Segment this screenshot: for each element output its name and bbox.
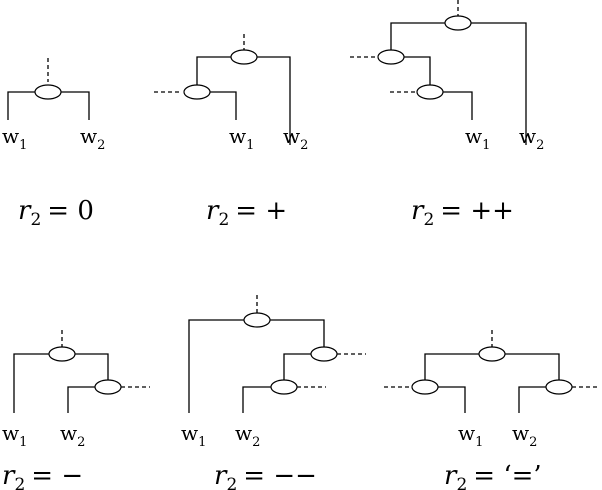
leaf-w1-label: w1 — [458, 421, 483, 450]
leaf-w1-label: w1 — [465, 124, 490, 153]
tree-edges-low — [430, 91, 473, 120]
junction-node-top — [444, 15, 472, 31]
leaf-w2-label: w2 — [283, 124, 308, 153]
junction-node-inner — [183, 84, 211, 100]
leaf-w1-label: w1 — [229, 124, 254, 153]
diagram-r2-minusminus: w1 w2 r2= −− — [181, 295, 366, 490]
junction-node-low — [270, 379, 298, 395]
junction-node-mid — [377, 49, 405, 65]
diagram-r2-minus: w1 w2 r2= − — [2, 330, 150, 490]
leaf-w2-label: w2 — [80, 124, 105, 153]
diagram-r2-plus: w1 w2 r2= + — [154, 34, 308, 230]
leaf-w2-label: w2 — [235, 421, 260, 450]
r2-label-minus: r2= − — [2, 461, 83, 490]
leaf-w1-label: w1 — [2, 421, 27, 450]
junction-node-top — [243, 312, 271, 328]
leaf-w1-label: w1 — [181, 421, 206, 450]
junction-node-mid — [310, 346, 338, 362]
tree-edges-left — [438, 386, 466, 413]
tree-edges-low — [242, 386, 284, 413]
r2-label-plus: r2= + — [206, 196, 287, 230]
junction-node — [34, 84, 62, 100]
junction-node-top — [478, 346, 506, 362]
tree-edges-top — [390, 22, 527, 145]
tree-edges-upper — [13, 353, 109, 413]
r2-label-zero: r2= 0 — [18, 196, 94, 230]
junction-node-left — [411, 379, 439, 395]
tree-edges-top — [188, 319, 325, 413]
junction-node-top — [48, 346, 76, 362]
junction-node-right — [545, 379, 573, 395]
diagram-r2-zero: w1 w2 r2= 0 — [2, 58, 105, 230]
diagram-r2-equals: w1 w2 r2= ‘=’ — [384, 330, 600, 490]
leaf-w2-label: w2 — [512, 421, 537, 450]
r2-label-minusminus: r2= −− — [214, 461, 317, 490]
tree-edges-right — [518, 386, 546, 413]
r2-label-plusplus: r2= ++ — [411, 196, 514, 230]
junction-node-top — [230, 49, 258, 65]
diagram-r2-plusplus: w1 w2 r2= ++ — [350, 0, 544, 230]
leaf-w1-label: w1 — [2, 124, 27, 153]
junction-node-low — [416, 84, 444, 100]
junction-node-inner — [94, 379, 122, 395]
r2-label-equals: r2= ‘=’ — [444, 461, 542, 490]
leaf-w2-label: w2 — [519, 124, 544, 153]
leaf-w2-label: w2 — [60, 421, 85, 450]
